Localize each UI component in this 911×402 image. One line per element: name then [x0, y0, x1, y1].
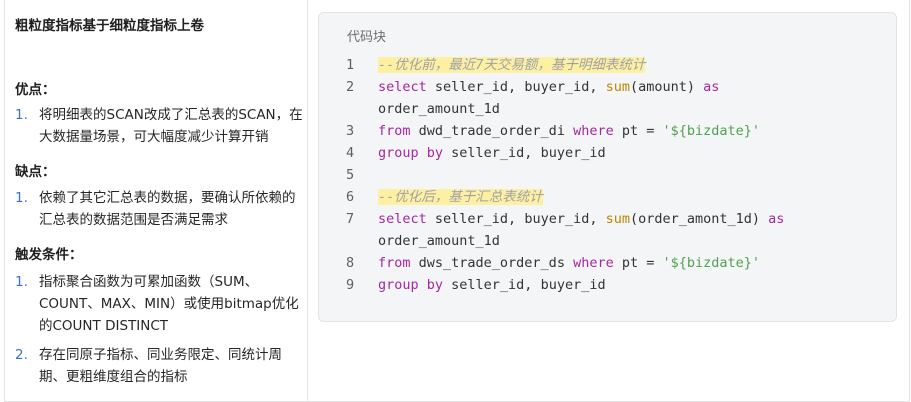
code-line: 1 --优化前，最近7天交易额，基于明细表统计 — [319, 54, 896, 76]
pros-heading: 优点： — [15, 82, 56, 98]
code-plain: (order_amont_1d) — [629, 211, 769, 227]
line-number: 3 — [346, 123, 355, 139]
pros-list-item: 1. 将明细表的SCAN改成了汇总表的SCAN，在大数据量场景，可大幅度减少计算… — [15, 104, 303, 148]
code-keyword: select — [378, 211, 427, 227]
rule-title: 粗粒度指标基于细粒度指标上卷 — [15, 18, 204, 34]
code-block-label: 代码块 — [347, 30, 387, 45]
line-number: 9 — [346, 277, 355, 293]
code-plain: seller_id, buyer_id, — [426, 211, 606, 227]
code-keyword: where — [573, 123, 614, 139]
list-text: 指标聚合函数为可累加函数（SUM、COUNT、MAX、MIN）或使用bitmap… — [39, 274, 299, 334]
code-line: 2 select seller_id, buyer_id, sum(amount… — [319, 76, 896, 98]
line-number: 5 — [346, 167, 355, 183]
cons-heading: 缺点： — [15, 164, 56, 180]
code-block[interactable]: 代码块 1 --优化前，最近7天交易额，基于明细表统计 2 select sel… — [318, 12, 897, 322]
code-string: '${bizdate}' — [662, 255, 761, 271]
code-text: from dwd_trade_order_di where pt = '${bi… — [378, 120, 760, 142]
code-line: 5 — [319, 164, 896, 186]
code-plain: (amount) — [629, 79, 704, 95]
line-number: 7 — [346, 211, 355, 227]
code-text: from dws_trade_order_ds where pt = '${bi… — [378, 252, 760, 274]
code-plain: seller_id, buyer_id, — [426, 79, 606, 95]
code-keyword: from — [378, 255, 411, 271]
line-number: 4 — [346, 145, 355, 161]
list-number: 1. — [15, 274, 28, 290]
code-line: 3 from dwd_trade_order_di where pt = '${… — [319, 120, 896, 142]
code-text: select seller_id, buyer_id, sum(order_am… — [378, 208, 784, 230]
code-comment: --优化后，基于汇总表统计 — [378, 189, 543, 205]
comparison-table-row: 粗粒度指标基于细粒度指标上卷 优点： 1. 将明细表的SCAN改成了汇总表的SC… — [4, 0, 910, 402]
code-keyword: from — [378, 123, 411, 139]
code-text: order_amount_1d — [378, 230, 500, 252]
code-plain: dwd_trade_order_di — [410, 123, 574, 139]
code-line: order_amount_1d — [319, 98, 896, 120]
code-text: group by seller_id, buyer_id — [378, 142, 606, 164]
code-plain: seller_id, buyer_id — [443, 277, 606, 293]
code-text: --优化后，基于汇总表统计 — [378, 186, 543, 208]
code-line: 7 select seller_id, buyer_id, sum(order_… — [319, 208, 896, 230]
code-keyword: group by — [378, 277, 444, 293]
code-plain: order_amount_1d — [378, 233, 500, 249]
code-function: sum — [605, 79, 630, 95]
code-keyword: select — [378, 79, 427, 95]
list-number: 1. — [15, 107, 28, 123]
description-cell: 粗粒度指标基于细粒度指标上卷 优点： 1. 将明细表的SCAN改成了汇总表的SC… — [5, 0, 308, 401]
trigger-list-item: 1. 指标聚合函数为可累加函数（SUM、COUNT、MAX、MIN）或使用bit… — [15, 271, 303, 337]
list-text: 依赖了其它汇总表的数据，要确认所依赖的汇总表的数据范围是否满足需求 — [39, 190, 296, 228]
list-number: 1. — [15, 190, 28, 206]
code-text: select seller_id, buyer_id, sum(amount) … — [378, 76, 719, 98]
code-keyword: as — [768, 211, 785, 227]
code-line: 6 --优化后，基于汇总表统计 — [319, 186, 896, 208]
code-text: --优化前，最近7天交易额，基于明细表统计 — [378, 54, 646, 76]
line-number: 2 — [346, 79, 355, 95]
code-string: '${bizdate}' — [662, 123, 761, 139]
trigger-heading: 触发条件： — [15, 247, 83, 263]
code-keyword: where — [573, 255, 614, 271]
line-number: 8 — [346, 255, 355, 271]
line-number: 6 — [346, 189, 355, 205]
code-line: 8 from dws_trade_order_ds where pt = '${… — [319, 252, 896, 274]
code-function: sum — [605, 211, 630, 227]
trigger-list-item: 2. 存在同原子指标、同业务限定、同统计周期、更粗维度组合的指标 — [15, 344, 303, 388]
code-plain: pt = — [613, 123, 663, 139]
list-text: 将明细表的SCAN改成了汇总表的SCAN，在大数据量场景，可大幅度减少计算开销 — [39, 107, 303, 145]
code-comment: --优化前，最近7天交易额，基于明细表统计 — [378, 57, 646, 73]
code-plain: pt = — [613, 255, 663, 271]
code-keyword: group by — [378, 145, 444, 161]
list-number: 2. — [15, 347, 28, 363]
line-number: 1 — [346, 57, 355, 73]
list-text: 存在同原子指标、同业务限定、同统计周期、更粗维度组合的指标 — [39, 347, 282, 385]
code-plain: dws_trade_order_ds — [410, 255, 574, 271]
code-line: 9 group by seller_id, buyer_id — [319, 274, 896, 296]
code-text: order_amount_1d — [378, 98, 500, 120]
code-keyword: as — [703, 79, 720, 95]
cons-list-item: 1. 依赖了其它汇总表的数据，要确认所依赖的汇总表的数据范围是否满足需求 — [15, 187, 303, 231]
code-line: 4 group by seller_id, buyer_id — [319, 142, 896, 164]
code-line: order_amount_1d — [319, 230, 896, 252]
code-text: group by seller_id, buyer_id — [378, 274, 606, 296]
code-plain: order_amount_1d — [378, 101, 500, 117]
code-cell: 代码块 1 --优化前，最近7天交易额，基于明细表统计 2 select sel… — [309, 0, 909, 401]
code-plain: seller_id, buyer_id — [443, 145, 606, 161]
